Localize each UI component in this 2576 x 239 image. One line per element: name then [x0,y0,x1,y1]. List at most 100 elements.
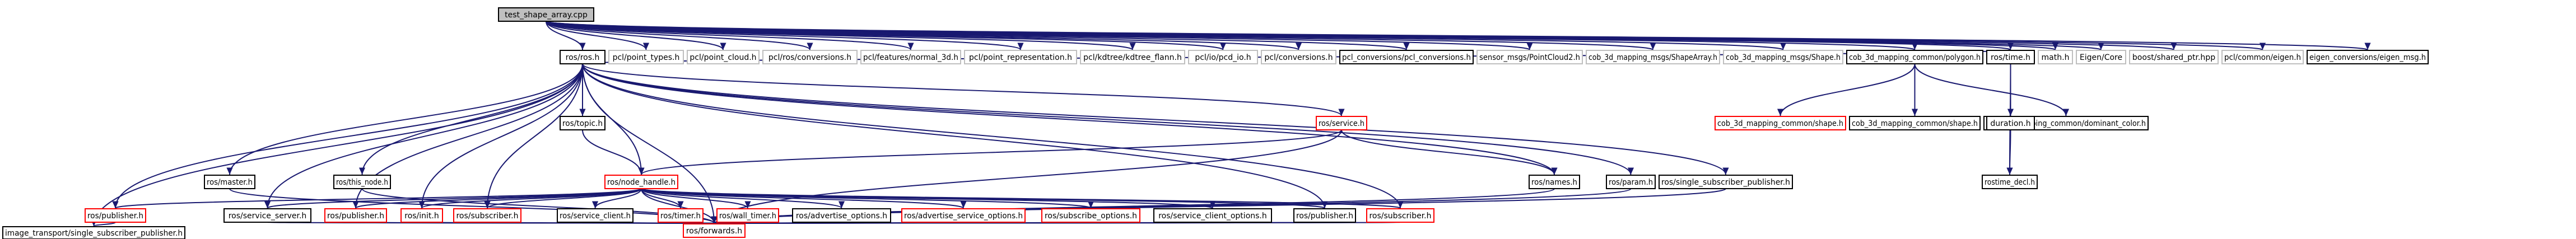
node-ros-names[interactable]: ros/names.h [1529,175,1580,189]
node-ros-subscriber-r[interactable]: ros/subscriber.h [1366,208,1434,223]
edge-ros_node_handle-to-ros_subscriber_r [641,188,1403,209]
node-ros-sub-opts[interactable]: ros/subscribe_options.h [1041,208,1140,223]
edge-ros_ros-to-ros_publisher_l [112,63,583,209]
edge-ros_node_handle-to-ros_publisher_l [113,188,642,209]
node-label: math.h [2042,53,2070,62]
node-box [1986,50,2035,64]
node-ros-adv-srv-opts[interactable]: ros/advertise_service_options.h [901,208,1026,223]
edge-root-to-pcl_ros_conv [546,21,813,50]
node-ros-master[interactable]: ros/master.h [204,175,255,189]
node-label: duration.h [1990,119,2030,128]
node-ros-srv-client-opts[interactable]: ros/service_client_options.h [1153,208,1272,223]
node-label: cob_3d_mapping_msgs/Shape.h [1726,53,1841,62]
edge-ros_duration-to-rostime_decl [2006,129,2013,175]
node-eigen-core: Eigen/Core [2076,50,2126,64]
node-box [2076,50,2126,64]
node-ros-init[interactable]: ros/init.h [400,208,443,223]
node-label: test_shape_array.cpp [505,11,588,20]
node-box [324,208,387,223]
edge-ros_service-to-ros_names [1341,129,1558,175]
node-box [964,50,1077,64]
node-box [2038,50,2073,64]
node-box [762,50,858,64]
node-box [604,175,678,189]
node-box [85,208,146,223]
node-cob-shapearray: cob_3d_mapping_msgs/ShapeArray.h [1586,50,1720,64]
node-label: ros/forwards.h [686,227,742,236]
node-ros-node-handle[interactable]: ros/node_handle.h [604,175,678,189]
node-box [1153,208,1272,223]
edge-root-to-eigen_conv [546,21,2370,50]
edge-ros_ros-to-image_transport [90,63,583,227]
node-box [2129,50,2219,64]
node-ros-single-sub[interactable]: ros/single_subscriber_publisher.h [1659,175,1793,189]
node-label: ros/timer.h [660,212,701,221]
node-image-transport[interactable]: image_transport/single_subscriber_publis… [2,226,185,239]
node-ros-param[interactable]: ros/param.h [1606,175,1656,189]
node-pcl-ros-conv: pcl/ros/conversions.h [762,50,858,64]
node-cob-shape-blk[interactable]: cob_3d_mapping_common/shape.h [1849,116,1981,130]
node-label: Eigen/Core [2080,53,2122,62]
edge-ros_service-to-ros_node_handle [638,129,1342,175]
node-eigen-conv[interactable]: eigen_conversions/eigen_msg.h [2307,50,2429,64]
node-ros-publisher-r[interactable]: ros/publisher.h [1293,208,1356,223]
node-box [1849,116,1981,130]
node-box [2307,50,2429,64]
node-label: ros/publisher.h [327,212,384,221]
node-ros-duration[interactable]: duration.h [1986,116,2035,130]
node-ros-this-node[interactable]: ros/this_node.h [333,175,391,189]
node-box [1041,208,1140,223]
node-rostime-decl[interactable]: rostime_decl.h [1982,175,2038,189]
node-box [560,116,605,130]
node-math: math.h [2038,50,2073,64]
node-box [608,50,684,64]
node-ros-subscriber-m[interactable]: ros/subscriber.h [453,208,521,223]
node-ros-service-server[interactable]: ros/service_server.h [223,208,311,223]
node-ros-publisher-m[interactable]: ros/publisher.h [324,208,387,223]
edge-ros_node_handle-to-ros_service_client [591,188,642,209]
node-box [1715,116,1846,130]
node-box [1659,175,1793,189]
node-box [557,208,633,223]
node-pcl-point-types: pcl/point_types.h [608,50,684,64]
node-box [204,175,255,189]
node-ros-publisher-l[interactable]: ros/publisher.h [85,208,146,223]
edge-ros_publisher_l-to-image_transport [91,219,116,227]
node-label: ros/wall_timer.h [719,212,776,221]
edge-cob_polygon-to-cob_shape_red [1777,63,1916,116]
edge-ros_ros-to-ros_param [582,63,1634,175]
node-label: pcl/point_types.h [613,53,680,62]
node-label: ros/names.h [1531,178,1577,187]
node-label: ros/advertise_service_options.h [904,212,1023,221]
node-ros-wall-timer[interactable]: ros/wall_timer.h [716,208,779,223]
node-layer: test_shape_array.cpp ros/ros.h pcl/point_t… [2,7,2429,239]
edge-ros_ros-to-ros_service_server [264,63,583,209]
node-cob-msgs-shape: cob_3d_mapping_msgs/Shape.h [1723,50,1843,64]
node-label: ros/service_client.h [560,212,631,221]
node-ros-adv-opts[interactable]: ros/advertise_options.h [792,208,891,223]
node-box [453,208,521,223]
node-root: test_shape_array.cpp [498,7,594,22]
node-ros-service-client[interactable]: ros/service_client.h [557,208,633,223]
node-label: ros/advertise_options.h [796,212,887,221]
node-cob-polygon[interactable]: cob_3d_mapping_common/polygon.h [1846,50,1983,64]
node-box [2,226,185,239]
node-box [860,50,961,64]
node-pcl-conv-pcl[interactable]: pcl_conversions/pcl_conversions.h [1339,50,1474,64]
node-ros-topic[interactable]: ros/topic.h [560,116,605,130]
edge-ros_ros-to-ros_subscriber_r [582,63,1404,209]
node-ros-service[interactable]: ros/service.h [1316,116,1367,130]
node-cob-shape-red[interactable]: cob_3d_mapping_common/shape.h [1715,116,1846,130]
node-ros-ros[interactable]: ros/ros.h [560,50,605,64]
node-box [1293,208,1356,223]
node-box [901,208,1026,223]
node-label: ros/ros.h [566,53,600,62]
node-pcl-point-cloud: pcl/point_cloud.h [687,50,760,64]
node-box [1476,50,1583,64]
node-box [1586,50,1720,64]
node-ros-timer[interactable]: ros/timer.h [658,208,704,223]
node-box [716,208,779,223]
node-ros-time[interactable]: ros/time.h [1986,50,2035,64]
node-ros-forwards[interactable]: ros/forwards.h [683,223,746,238]
